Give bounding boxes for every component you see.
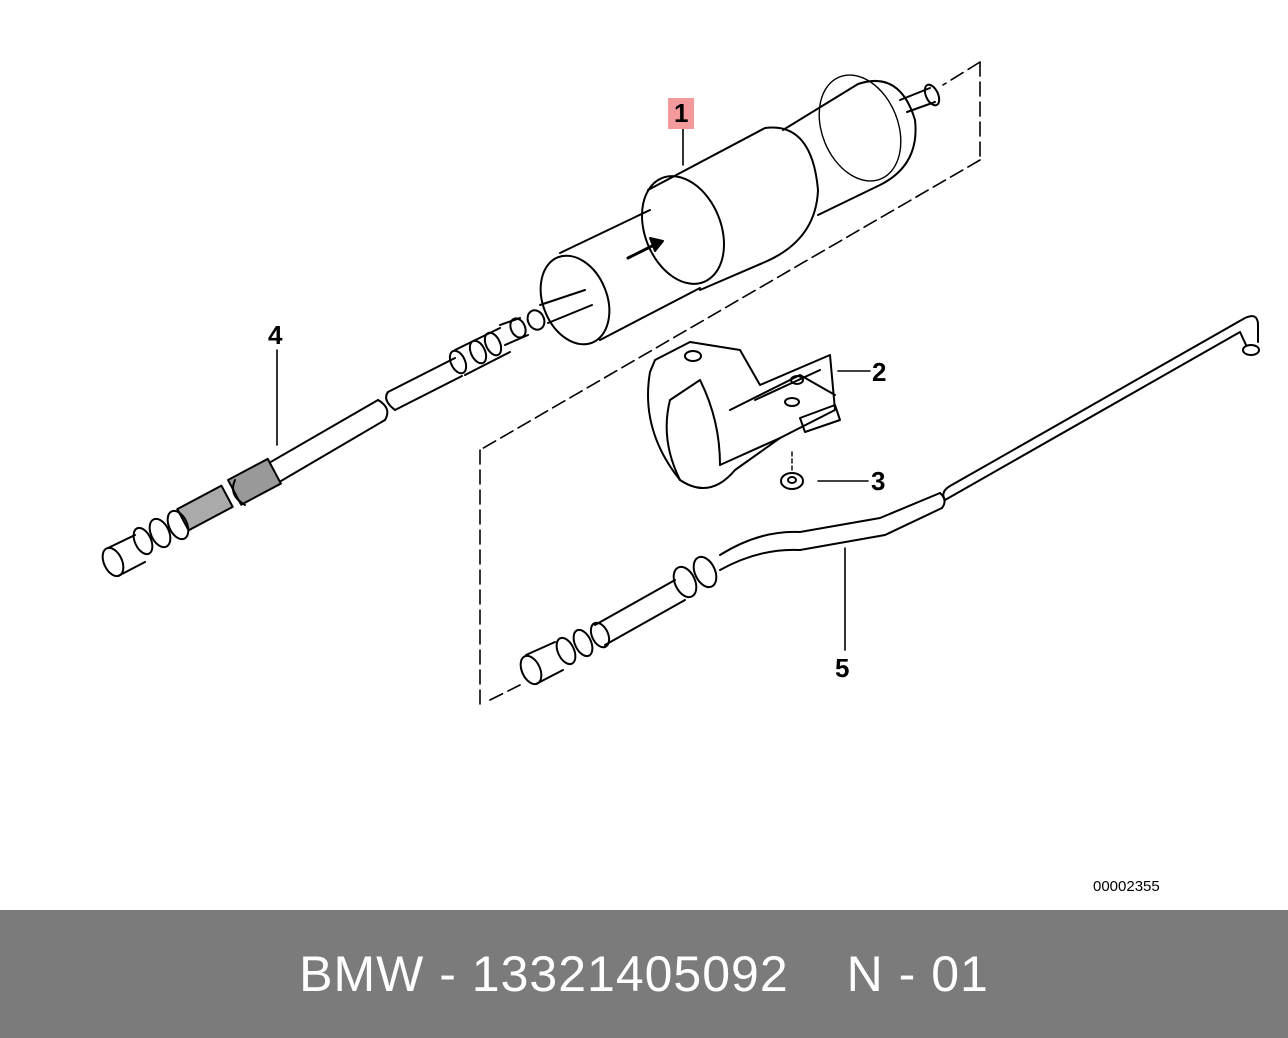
assembly-frame [479,61,981,709]
callout-part-5[interactable]: 5 [835,653,850,683]
callout-part-4[interactable]: 4 [268,320,283,350]
caption-bar: BMW - 13321405092 N - 01 [0,910,1288,1038]
position-caption: N - 01 [846,946,989,1002]
callout-part-1[interactable]: 1 [668,98,695,129]
parts-diagram [101,61,1260,709]
fuel-line-part-4 [101,317,529,578]
part-number-caption: BMW - 13321405092 [299,946,789,1002]
bracket-part-2 [647,341,871,489]
callout-part-2[interactable]: 2 [872,357,887,387]
drawing-number: 00002355 [1093,878,1160,895]
callout-part-3[interactable]: 3 [871,466,886,496]
fuel-line-part-5 [519,315,1260,686]
fuel-filter-part-1 [526,74,941,346]
nut-part-3 [780,451,869,490]
